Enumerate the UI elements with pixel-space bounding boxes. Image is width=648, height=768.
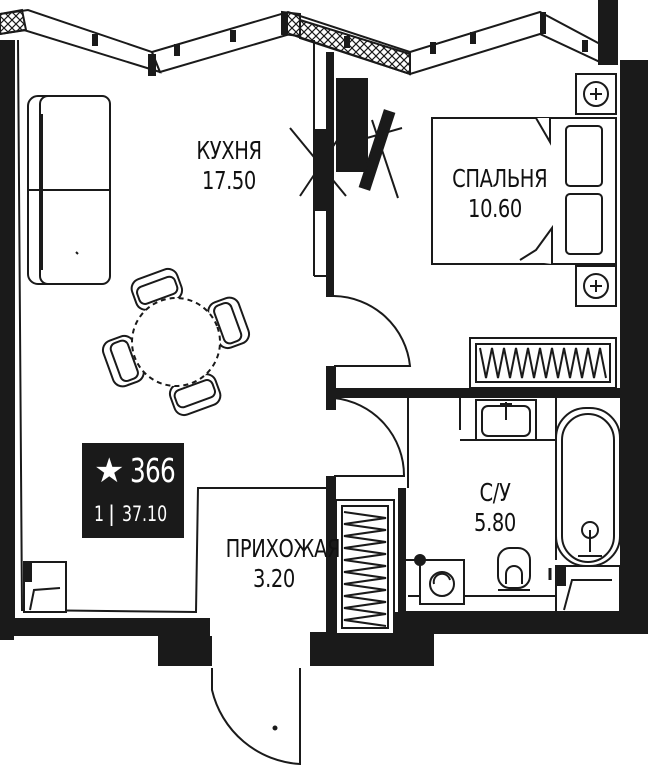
room-name: КУХНЯ bbox=[196, 136, 262, 165]
wall-right-upper bbox=[598, 0, 618, 65]
room-name: ПРИХОЖАЯ bbox=[225, 534, 341, 563]
partition-stub bbox=[326, 366, 336, 410]
window-band bbox=[0, 8, 601, 76]
bathtub bbox=[555, 407, 621, 567]
entry-post-left bbox=[158, 636, 212, 666]
apartment-number: 366 bbox=[130, 451, 176, 490]
wall-bottom-right bbox=[330, 612, 648, 634]
hall-wardrobe bbox=[335, 499, 395, 635]
partition-hall-right bbox=[326, 476, 336, 636]
window-band-right bbox=[409, 10, 601, 76]
partition-bed-bath bbox=[336, 388, 620, 398]
wall-left bbox=[0, 40, 14, 640]
apartment-badge: ★ 366 1 | 37.10 bbox=[82, 443, 184, 538]
partition-kitchen-bedroom bbox=[326, 52, 334, 297]
walls bbox=[0, 0, 648, 666]
room-label-bathroom: С/У 5.80 bbox=[468, 478, 523, 538]
dining-table bbox=[101, 267, 251, 417]
toilet bbox=[497, 547, 552, 591]
room-label-bedroom: СПАЛЬНЯ 10.60 bbox=[452, 164, 548, 224]
bath-corner bbox=[555, 565, 621, 613]
bedroom-wardrobe bbox=[469, 337, 617, 389]
bathroom-fixtures bbox=[406, 399, 621, 613]
total-area: 37.10 bbox=[122, 502, 168, 526]
room-label-hallway: ПРИХОЖАЯ 3.20 bbox=[225, 534, 341, 594]
room-area: 3.20 bbox=[253, 564, 295, 593]
door-entry bbox=[211, 668, 301, 766]
room-area: 10.60 bbox=[468, 194, 522, 223]
room-name: СПАЛЬНЯ bbox=[452, 164, 548, 193]
sink bbox=[475, 399, 537, 441]
window-posts bbox=[92, 12, 588, 76]
bed bbox=[431, 73, 617, 307]
partition-bath-left bbox=[398, 488, 406, 638]
washing-machine bbox=[406, 554, 465, 605]
door-hall-bath bbox=[333, 397, 406, 477]
wall-bottom-left bbox=[0, 618, 210, 636]
sofa bbox=[27, 95, 111, 285]
entry-post-right bbox=[310, 632, 434, 666]
star-icon: ★ bbox=[94, 451, 125, 491]
room-area: 5.80 bbox=[474, 508, 516, 537]
kitchen-corner-detail bbox=[23, 561, 67, 613]
room-label-kitchen: КУХНЯ 17.50 bbox=[195, 136, 262, 196]
fridge-column bbox=[336, 78, 368, 172]
room-name: С/У bbox=[479, 478, 511, 507]
floor-number: 1 bbox=[94, 502, 105, 526]
door-kitchen-bedroom bbox=[333, 295, 412, 367]
doors bbox=[211, 295, 412, 766]
kitchen-equipment bbox=[289, 109, 403, 211]
wall-right bbox=[620, 60, 648, 620]
badge-separator: | bbox=[108, 502, 116, 526]
room-area: 17.50 bbox=[202, 166, 256, 195]
